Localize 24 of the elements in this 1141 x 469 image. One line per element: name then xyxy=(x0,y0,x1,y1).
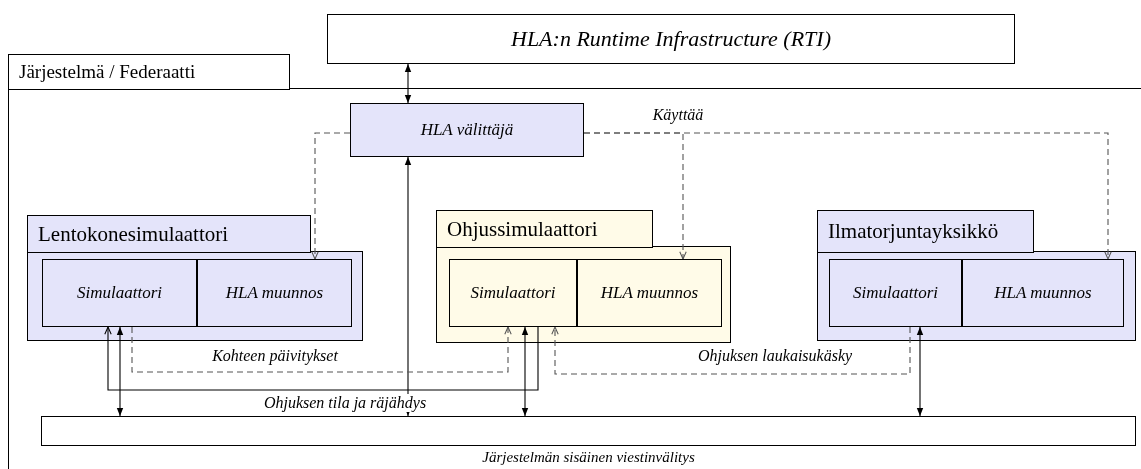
connector-arrow xyxy=(116,326,124,417)
connector-arrow xyxy=(404,156,412,417)
infrastructure-box: HLA:n Runtime Infrastructure (RTI) xyxy=(327,14,1015,64)
bus-caption: Järjestelmän sisäinen viestinvälitys xyxy=(482,449,695,466)
connector-arrow xyxy=(551,326,911,375)
system-title: Järjestelmä / Federaatti xyxy=(8,54,290,90)
component-box: HLA muunnos xyxy=(962,259,1124,327)
edge-label: Kohteen päivitykset xyxy=(209,347,341,365)
group-title: Ilmatorjuntayksikkö xyxy=(817,210,1034,253)
component-box: HLA muunnos xyxy=(577,259,722,327)
group-title: Lentokonesimulaattori xyxy=(27,215,311,253)
connector-arrow xyxy=(104,326,539,391)
connector-arrow xyxy=(521,326,529,417)
connector-arrow xyxy=(583,132,1112,260)
group-title: Ohjussimulaattori xyxy=(436,210,653,248)
component-box: HLA muunnos xyxy=(197,259,352,327)
connector-arrow xyxy=(131,326,512,373)
component-box: Simulaattori xyxy=(449,259,577,327)
connector-arrow xyxy=(404,63,412,104)
broker-box: HLA välittäjä xyxy=(350,103,584,157)
connector-arrow xyxy=(311,132,351,260)
connector-arrow xyxy=(916,326,924,417)
component-box: Simulaattori xyxy=(829,259,962,327)
component-box: Simulaattori xyxy=(42,259,197,327)
